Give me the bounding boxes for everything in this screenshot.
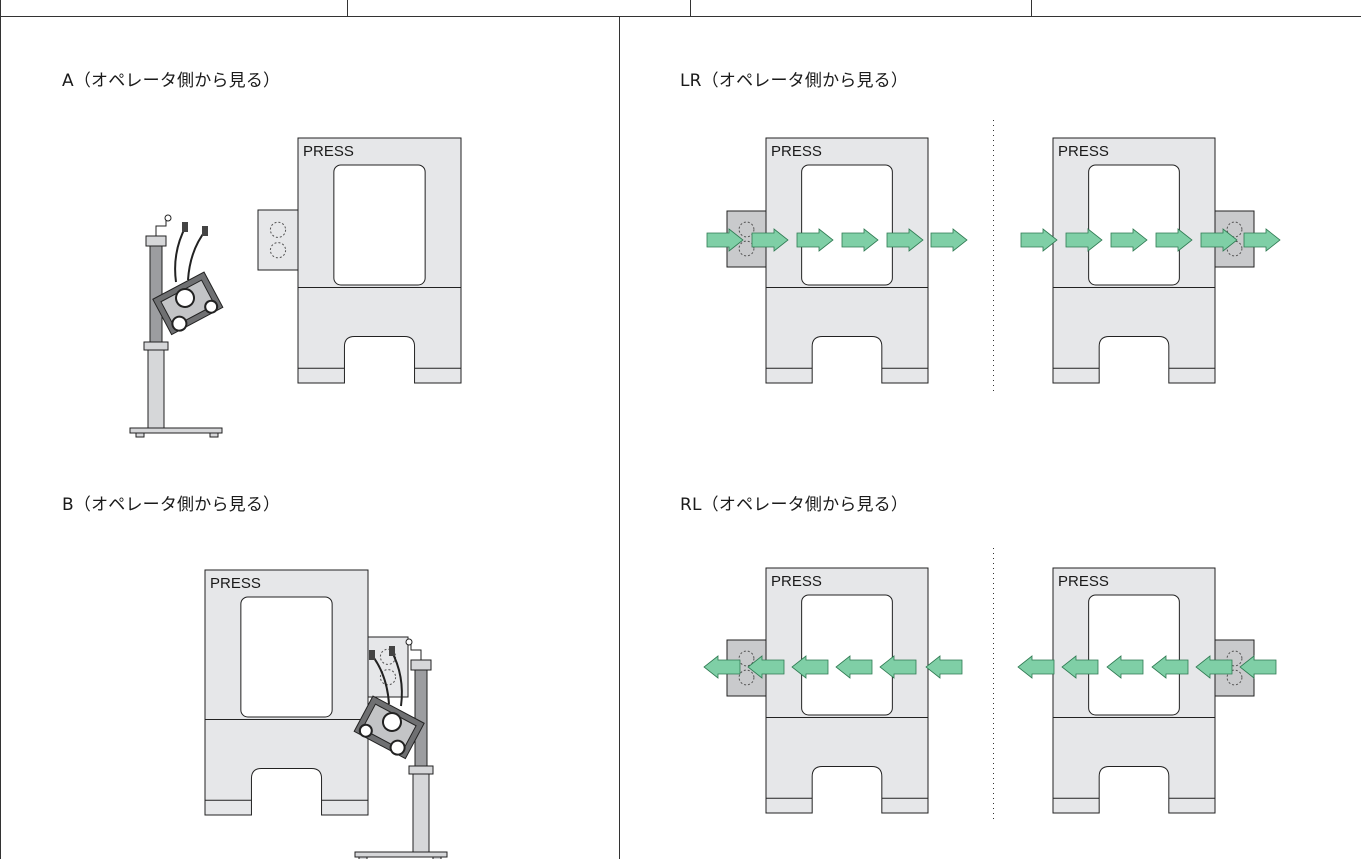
panel-rl-arrow xyxy=(1106,655,1144,679)
unit-circle xyxy=(1226,650,1243,667)
unit-circle xyxy=(1226,240,1243,257)
panel-rl-arrow xyxy=(747,655,785,679)
panel-b-robot xyxy=(353,638,448,862)
panel-lr-arrow xyxy=(841,228,879,252)
panel-rl-arrow xyxy=(703,655,741,679)
press-label: PRESS xyxy=(771,143,822,160)
robot-upper-column xyxy=(149,243,163,343)
panel-lr-arrow xyxy=(1110,228,1148,252)
press-window xyxy=(1088,164,1180,286)
panel-lr-arrow xyxy=(1155,228,1193,252)
robot-joint xyxy=(175,287,196,308)
press-window xyxy=(333,164,426,286)
press-label: PRESS xyxy=(771,573,822,590)
robot-joint xyxy=(171,315,188,332)
robot-connector xyxy=(369,650,375,660)
press-window xyxy=(1088,594,1180,716)
panel-rl-arrow xyxy=(1061,655,1099,679)
press-window xyxy=(240,596,333,718)
panel-lr-arrow xyxy=(1020,228,1058,252)
robot-column xyxy=(412,769,430,853)
robot-base xyxy=(354,851,448,858)
unit-circle xyxy=(738,221,755,238)
robot-connector xyxy=(182,222,188,232)
unit-circle xyxy=(738,240,755,257)
panel-rl-arrow xyxy=(879,655,917,679)
press-label: PRESS xyxy=(1058,143,1109,160)
panel-rl-arrow xyxy=(835,655,873,679)
robot-arm xyxy=(353,695,425,760)
panel-b-title: B（オペレータ側から見る） xyxy=(62,495,281,515)
panel-b-press: PRESS xyxy=(204,569,369,816)
robot-foot xyxy=(209,432,219,438)
robot-joint xyxy=(204,299,219,314)
panel-lr-title: LR（オペレータ側から見る） xyxy=(680,71,909,91)
robot-collar xyxy=(143,341,169,351)
robot-handle xyxy=(155,220,167,236)
panel-lr-arrow xyxy=(930,228,968,252)
robot-foot xyxy=(135,432,145,438)
robot-joint xyxy=(389,739,406,756)
panel-rl-arrow xyxy=(925,655,963,679)
unit-circle xyxy=(269,242,287,259)
unit-circle xyxy=(1226,669,1243,686)
panel-lr-arrow xyxy=(1243,228,1281,252)
press-label: PRESS xyxy=(210,575,261,592)
panel-rl-press-2: PRESS xyxy=(1052,567,1216,814)
panel-a-title: A（オペレータ側から見る） xyxy=(62,71,281,91)
unit-circle xyxy=(269,221,287,238)
unit-circle xyxy=(1226,221,1243,238)
panel-lr-arrow xyxy=(886,228,924,252)
robot-arm xyxy=(152,271,224,336)
panel-rl-arrow xyxy=(1195,655,1233,679)
robot-handle xyxy=(410,644,422,660)
panel-lr-press-2: PRESS xyxy=(1052,137,1216,384)
robot-knob xyxy=(405,638,413,646)
robot-upper-column xyxy=(414,667,428,767)
panel-rl-arrow xyxy=(791,655,829,679)
panel-rl-press-1: PRESS xyxy=(765,567,929,814)
robot-connector xyxy=(389,646,395,656)
press-window xyxy=(801,164,893,286)
panel-a-robot xyxy=(129,214,224,438)
robot-cap xyxy=(410,659,432,671)
robot-base xyxy=(129,427,223,434)
panel-rl-arrow xyxy=(1151,655,1189,679)
panel-lr-arrow xyxy=(1200,228,1238,252)
panel-rl-title: RL（オペレータ側から見る） xyxy=(680,495,909,515)
unit-box xyxy=(257,209,299,271)
unit-circle xyxy=(379,669,397,686)
panel-a-press: PRESS xyxy=(297,137,462,384)
robot-cable xyxy=(174,225,187,283)
press-window xyxy=(801,594,893,716)
unit-circle xyxy=(379,648,397,665)
panel-lr-arrow xyxy=(796,228,834,252)
press-label: PRESS xyxy=(1058,573,1109,590)
panel-rl-arrow xyxy=(1239,655,1277,679)
panel-lr-press-1: PRESS xyxy=(765,137,929,384)
panel-lr-arrow xyxy=(706,228,744,252)
panel-rl-arrow xyxy=(1017,655,1055,679)
robot-knob xyxy=(164,214,172,222)
panel-lr-arrow xyxy=(751,228,789,252)
robot-collar xyxy=(408,765,434,775)
robot-column xyxy=(147,345,165,429)
robot-cap xyxy=(145,235,167,247)
press-label: PRESS xyxy=(303,143,354,160)
panel-lr-arrow xyxy=(1065,228,1103,252)
panel-a-unit xyxy=(257,209,299,271)
robot-connector xyxy=(202,226,208,236)
robot-joint xyxy=(381,711,402,732)
unit-circle xyxy=(738,669,755,686)
robot-joint xyxy=(358,723,373,738)
unit-circle xyxy=(738,650,755,667)
